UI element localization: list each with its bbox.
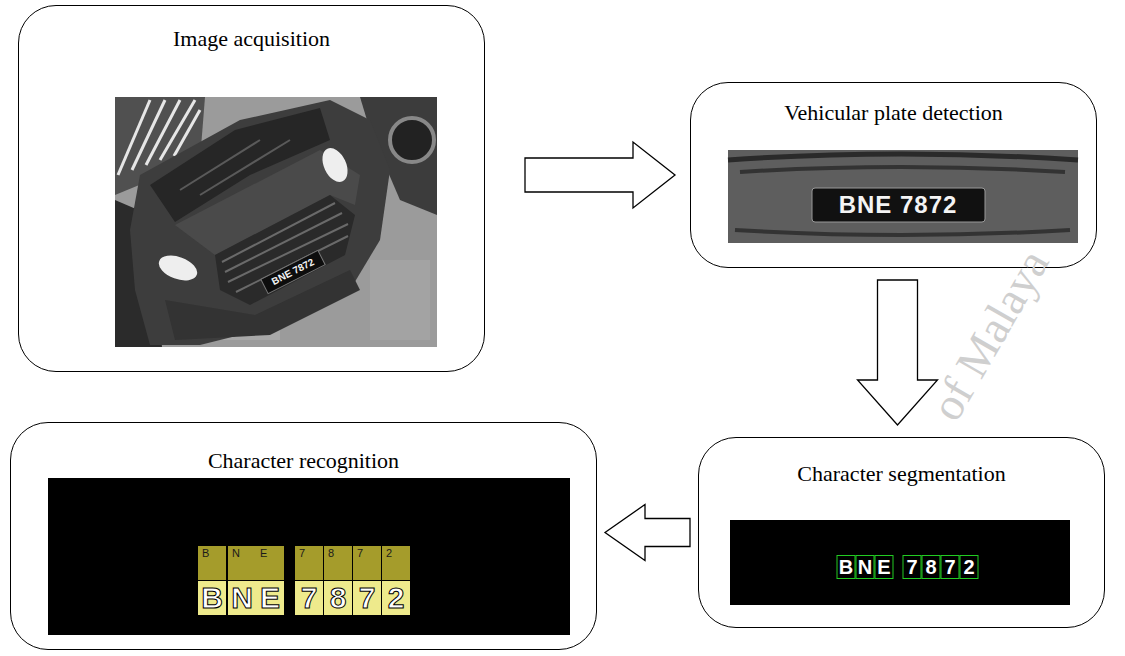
recognized-character: B	[198, 581, 226, 615]
stage-box: Character recognition	[10, 422, 597, 650]
box-title: Character recognition	[208, 448, 399, 474]
box-title: Vehicular plate detection	[784, 100, 1003, 126]
recognized-label: 7	[353, 546, 381, 580]
recognized-label: N	[228, 546, 256, 580]
recognized-character: 2	[382, 581, 410, 615]
number-plate	[261, 250, 325, 293]
recognized-character: N	[228, 581, 256, 615]
block-arrow	[525, 142, 675, 208]
recognized-character: E	[256, 581, 284, 615]
recognized-label: B	[198, 546, 226, 580]
gravel-ground	[115, 97, 437, 347]
segmented-character: N	[856, 555, 875, 579]
segmented-character: 7	[941, 555, 960, 579]
crop-ground	[728, 150, 1078, 243]
recognized-label: 2	[382, 546, 410, 580]
recognized-character: 7	[353, 581, 381, 615]
recognized-label: 8	[324, 546, 352, 580]
segmentation-image	[730, 520, 1070, 605]
stage-box: Image acquisition	[18, 5, 485, 372]
bumper-line	[735, 230, 1070, 235]
stage-box: Vehicular plate detection	[690, 82, 1097, 268]
car-body	[130, 100, 390, 345]
segmented-character: 8	[922, 555, 941, 579]
segmented-character: E	[875, 555, 894, 579]
watermark: of Malaya	[921, 241, 1058, 429]
number-plate	[812, 188, 985, 222]
car-photo	[115, 97, 437, 347]
recognized-character: 8	[324, 581, 352, 615]
headlight	[317, 144, 352, 186]
plate-crop	[728, 150, 1078, 243]
recognized-label: E	[256, 546, 284, 580]
recognition-image	[48, 478, 570, 635]
recognized-label: 7	[295, 546, 323, 580]
grille-line	[740, 167, 1065, 172]
headlight	[155, 251, 200, 285]
box-title: Character segmentation	[797, 461, 1005, 487]
block-arrow	[605, 505, 690, 561]
wheel	[390, 118, 434, 162]
segmented-character: B	[837, 555, 856, 579]
plate-text: BNE 7872	[839, 191, 958, 219]
gravel-patch	[370, 260, 430, 340]
segmented-character: 2	[960, 555, 979, 579]
grille-slats	[222, 203, 348, 292]
recognized-character: 7	[295, 581, 323, 615]
box-title: Image acquisition	[173, 26, 330, 52]
grille-line	[728, 154, 1078, 160]
stage-box: Character segmentation	[698, 437, 1105, 628]
segmented-character: 7	[903, 555, 922, 579]
